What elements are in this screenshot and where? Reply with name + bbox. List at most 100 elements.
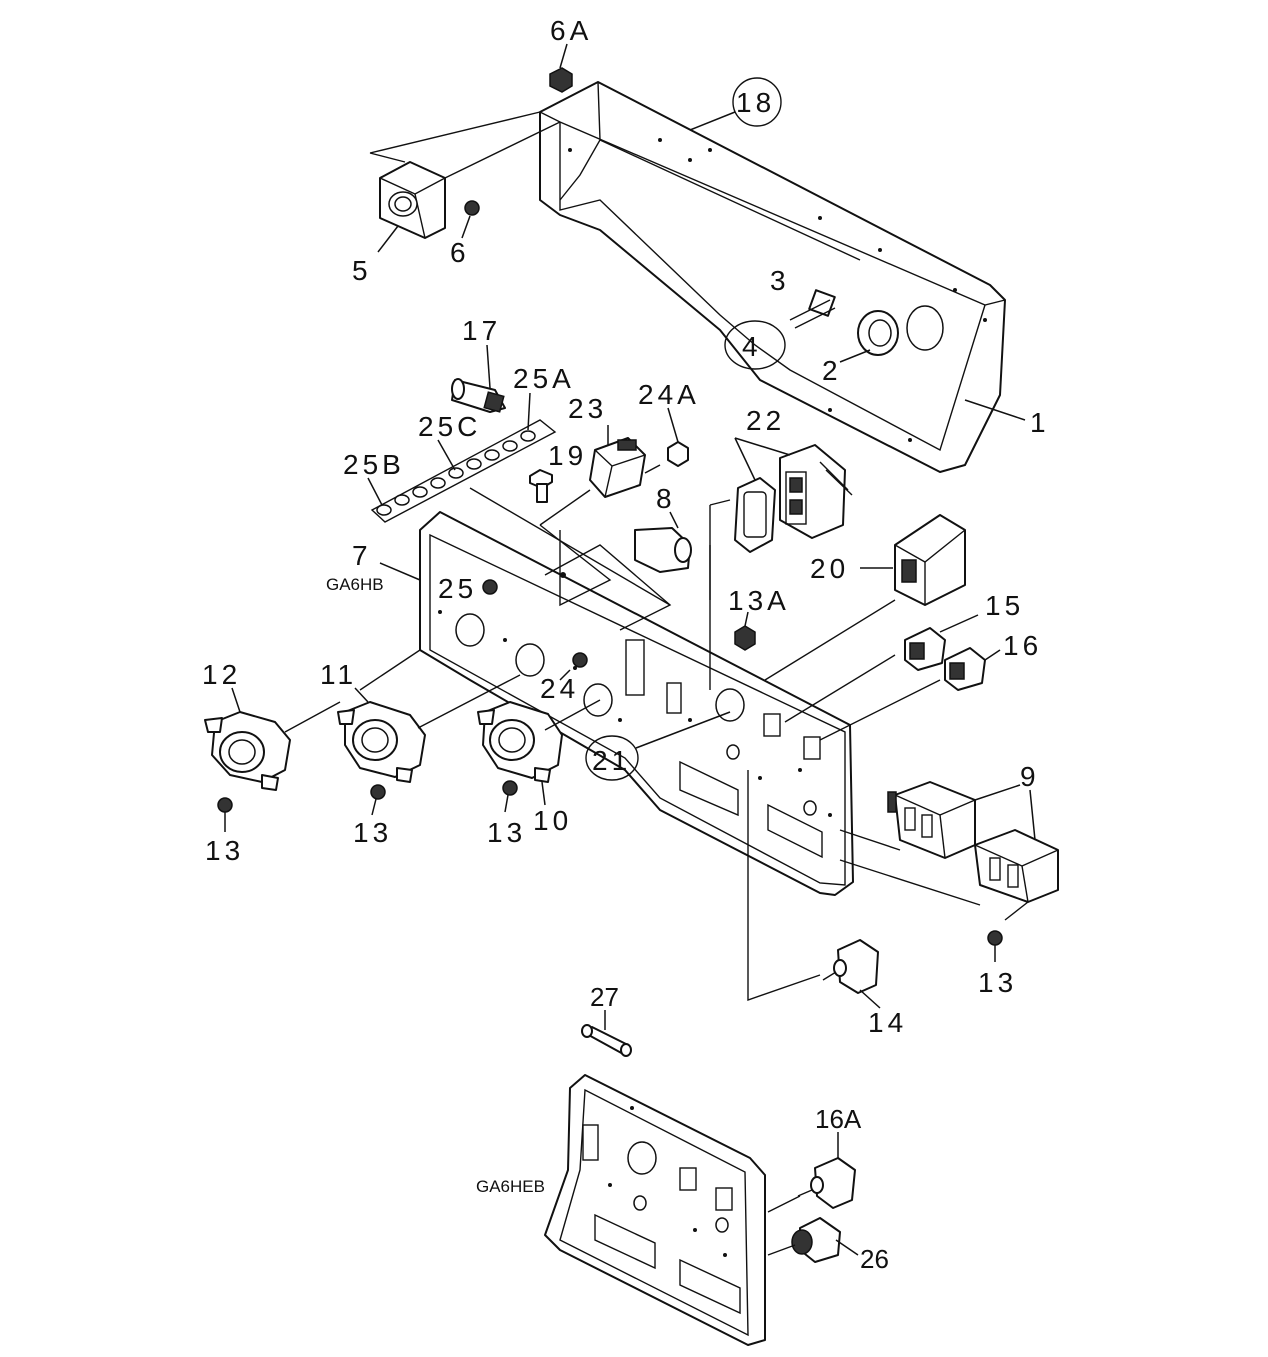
leader-23-frame (539, 489, 591, 526)
callout-2: 2 (822, 355, 842, 386)
assembly-line-9b (839, 859, 981, 906)
relay-9-b (974, 829, 1059, 903)
callout-13-c: 13 (487, 817, 526, 848)
leader-24a (667, 407, 679, 443)
leader-1 (964, 399, 1026, 421)
screw-13-c (502, 780, 518, 796)
push-button-26 (791, 1217, 841, 1263)
front-panel-ga6heb (544, 1074, 766, 1346)
leader-25b (367, 477, 383, 506)
leader-5 (377, 225, 399, 253)
washer-set (370, 419, 557, 523)
callout-25c: 25C (418, 411, 481, 442)
leader-22b (734, 437, 791, 456)
assembly-line-15 (784, 654, 896, 723)
leader-5-frame-top (369, 111, 541, 154)
leader-24a-link (644, 464, 661, 474)
callout-11: 11 (320, 659, 357, 690)
leader-7 (379, 562, 421, 581)
leader-9b (1029, 789, 1036, 841)
outlet-cover (379, 161, 446, 239)
toggle-switch-14 (822, 939, 879, 994)
leader-17 (486, 344, 491, 389)
callout-18-circle (732, 77, 782, 127)
leader-13c (504, 794, 509, 813)
nut-24a (667, 441, 689, 467)
leader-5-frame-mid (369, 152, 406, 163)
callout-13-d: 13 (978, 967, 1017, 998)
callout-21-circle (585, 735, 639, 781)
nut-6a (549, 67, 573, 93)
callout-25b: 25B (343, 449, 405, 480)
receptacle-12 (204, 711, 291, 791)
nut-13a (734, 625, 756, 651)
assembly-line-20 (764, 599, 896, 681)
leader-26 (835, 1239, 859, 1256)
callout-13a: 13A (728, 585, 790, 616)
callout-23: 23 (568, 393, 607, 424)
relay-9-a (887, 781, 976, 859)
grommet (857, 310, 899, 356)
assembly-line-9c (1004, 901, 1029, 921)
leader-2 (839, 349, 871, 363)
callout-4: 4 (742, 331, 762, 362)
callout-4-circle (724, 320, 786, 370)
fuse-holder (451, 378, 506, 413)
leader-11-frame (359, 649, 421, 691)
assembly-line-23 (544, 544, 672, 631)
callout-13-b: 13 (353, 817, 392, 848)
leader-14 (859, 989, 881, 1009)
callout-24a: 24A (638, 379, 700, 410)
callout-10: 10 (533, 805, 572, 836)
leader-13a (744, 611, 749, 627)
leader-5-frame-right (444, 121, 561, 179)
callout-26: 26 (860, 1244, 889, 1274)
callout-8: 8 (656, 483, 676, 514)
assembly-line-26 (767, 1244, 796, 1256)
callout-13-a: 13 (205, 835, 244, 866)
indicator-8 (634, 527, 692, 573)
screw-24 (572, 652, 588, 668)
callout-7: 7 (352, 540, 372, 571)
leader-15 (939, 614, 979, 633)
leader-12 (231, 687, 241, 713)
leader-10-frame (544, 699, 601, 731)
front-panel-ga6hb (419, 511, 854, 896)
callout-12: 12 (202, 659, 241, 690)
leader-22-frame (709, 499, 731, 506)
screw-25 (482, 579, 498, 595)
rocker-switch-16 (944, 647, 986, 691)
control-box-housing (539, 81, 1006, 473)
leader-16 (984, 649, 1001, 661)
callout-6a: 6A (550, 15, 592, 46)
screw-13-d (987, 930, 1003, 946)
assembly-line-16 (819, 679, 941, 741)
callout-15: 15 (985, 590, 1024, 621)
leader-9a (974, 784, 1021, 801)
callout-9: 9 (1020, 761, 1040, 792)
callout-16a: 16A (815, 1104, 862, 1134)
callout-25a: 25A (513, 363, 575, 394)
callout-1: 1 (1030, 407, 1050, 438)
callout-18: 18 (736, 87, 775, 118)
mount-bracket (789, 289, 836, 329)
receptacle-11 (337, 701, 426, 783)
fuse-27 (581, 1024, 632, 1057)
leader-8 (669, 511, 679, 529)
screw-6 (464, 200, 480, 216)
screw-13-a (217, 797, 233, 813)
callout-19: 19 (548, 440, 587, 471)
toggle-switch-16a (797, 1157, 856, 1209)
switch-23 (589, 437, 646, 498)
leader-10 (541, 781, 546, 806)
model-label-ga6heb: GA6HEB (476, 1177, 545, 1196)
leader-22a (734, 437, 756, 481)
leader-25c (437, 439, 456, 471)
model-label-ga6hb: GA6HB (326, 575, 384, 594)
callout-21: 21 (592, 745, 631, 776)
callout-20: 20 (810, 553, 849, 584)
callout-6: 6 (450, 237, 470, 268)
leader-12-frame (284, 701, 341, 733)
callout-27: 27 (590, 982, 619, 1012)
